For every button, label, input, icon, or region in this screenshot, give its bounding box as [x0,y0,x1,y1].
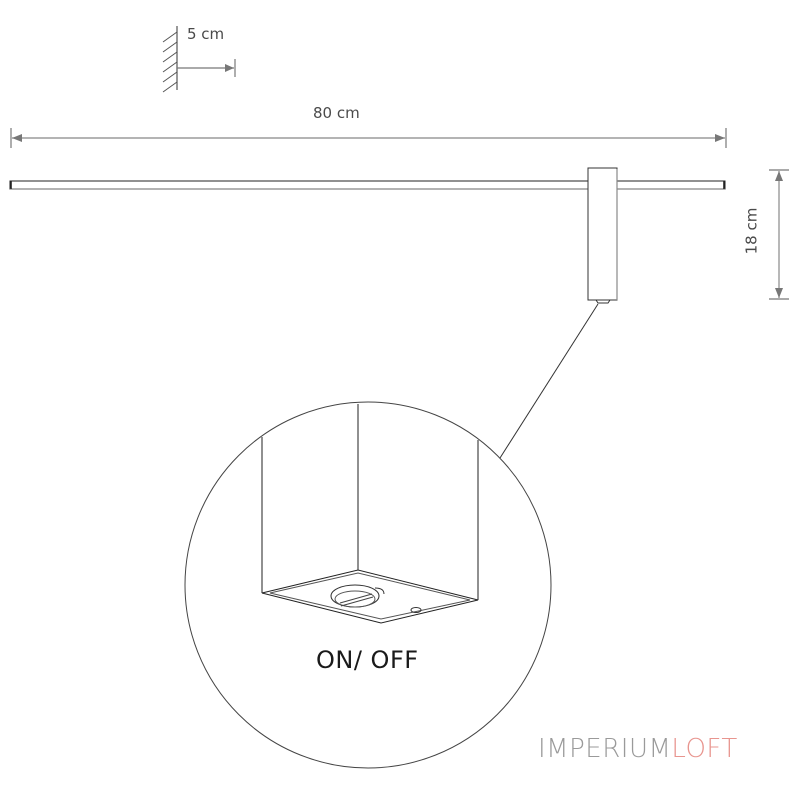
indicator-led [410,607,422,613]
leader-line [499,303,599,459]
lamp-bar [9,180,726,190]
brand-logo: IMPERIUMLOFT [538,734,738,764]
length-dimension [10,128,727,148]
brand-part-1: IMPERIUM [538,734,672,764]
detail-circle [184,401,552,769]
height-label: 18 cm [742,207,761,255]
wall-offset-dimension [162,26,236,93]
on-off-label: ON/ OFF [316,646,419,674]
mounting-box [587,167,618,304]
wall-offset-label: 5 cm [187,25,225,43]
switch-knob [330,584,385,608]
height-dimension [769,169,789,300]
length-label: 80 cm [313,104,360,122]
switch-box-detail [261,404,479,624]
brand-part-2: LOFT [671,734,738,764]
